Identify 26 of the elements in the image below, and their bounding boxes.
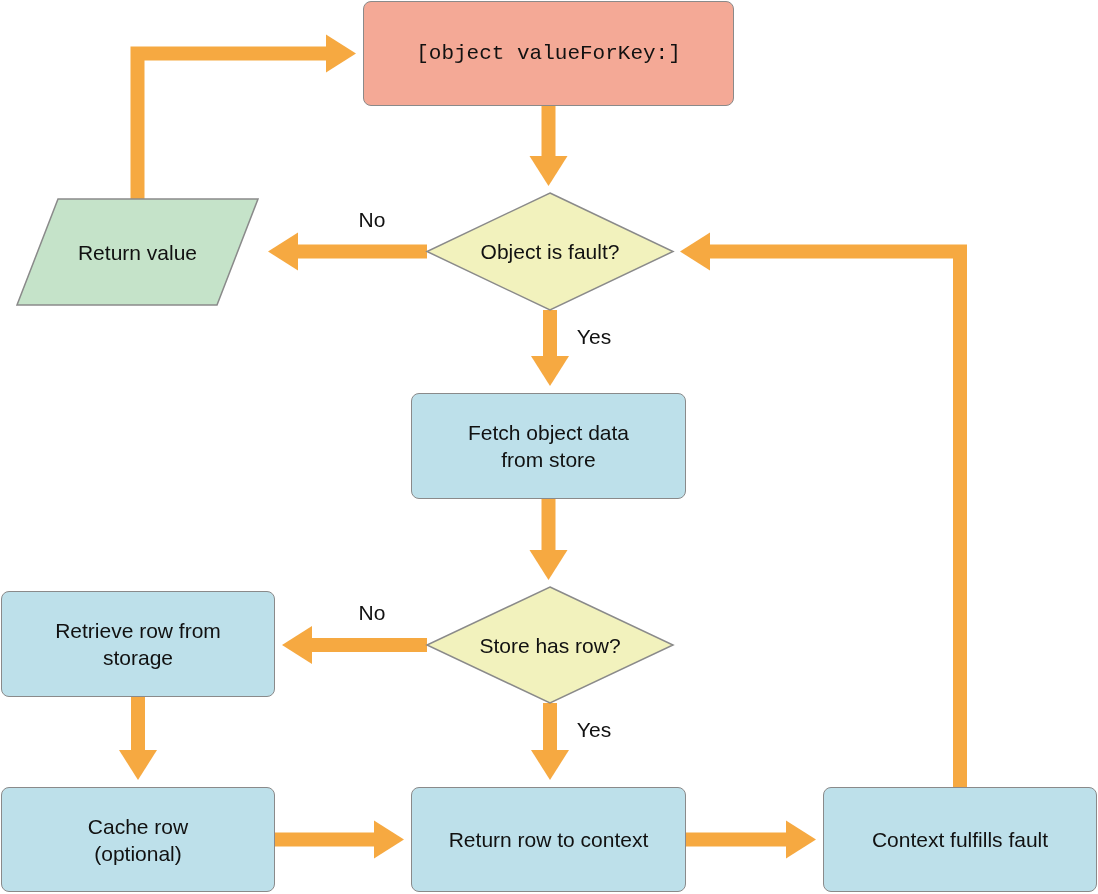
decision-label: Object is fault? bbox=[480, 239, 620, 265]
arrow bbox=[529, 499, 568, 580]
process-box bbox=[1, 787, 275, 892]
arrow bbox=[275, 820, 404, 859]
arrow bbox=[119, 697, 157, 780]
process-label: [object valueForKey:] bbox=[416, 41, 681, 67]
arrow bbox=[529, 106, 568, 186]
process-box bbox=[411, 787, 686, 892]
arrow bbox=[268, 232, 427, 271]
output-label: Return value bbox=[77, 239, 198, 266]
decision-label: Store has row? bbox=[479, 632, 621, 659]
arrow bbox=[680, 232, 967, 787]
process-box bbox=[363, 1, 734, 106]
process-label: Return row to context bbox=[448, 827, 649, 853]
process-box bbox=[823, 787, 1097, 892]
process-box bbox=[1, 591, 275, 697]
arrow bbox=[686, 820, 816, 859]
process-label: Cache row (optional) bbox=[86, 813, 190, 867]
process-label: Fetch object data from store bbox=[466, 420, 631, 473]
process-label: Retrieve row from storage bbox=[54, 618, 222, 671]
process-label: Context fulfills fault bbox=[871, 827, 1049, 853]
process-box bbox=[411, 393, 686, 499]
arrow bbox=[130, 34, 356, 199]
arrow bbox=[531, 703, 569, 780]
arrow bbox=[531, 310, 569, 386]
arrow bbox=[282, 626, 427, 664]
